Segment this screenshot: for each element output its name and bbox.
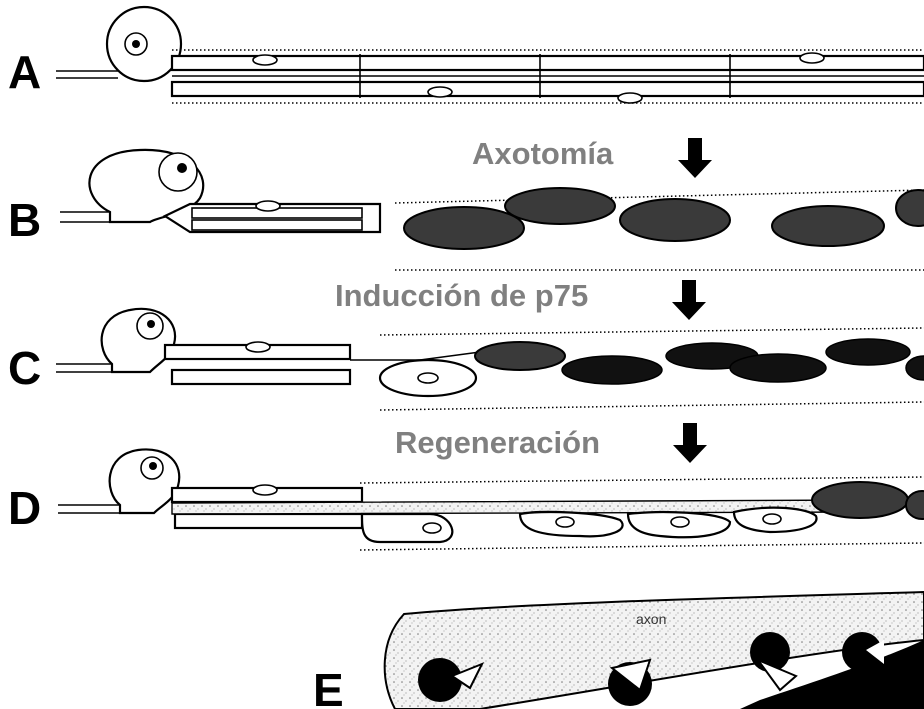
schwann-nucleus [246,342,270,352]
panel-letter-e: E [313,664,344,709]
neuron-cell-body [102,309,175,372]
axon-label: axon [636,611,666,627]
degenerating-schwann-cell [896,190,924,226]
step-label-p75-induction: Inducción de p75 [335,278,588,313]
panel-b: Axotomía B [8,136,924,270]
degenerating-schwann-cell [505,188,615,224]
panel-letter-a: A [8,46,41,98]
panel-a: A [8,7,924,103]
panel-letter-d: D [8,482,41,534]
degenerating-schwann-cell [772,206,884,246]
panel-letter-c: C [8,342,41,394]
panel-e: E axon [313,592,924,709]
down-arrow-icon [673,423,707,463]
schwann-nucleus [800,53,824,63]
panel-d: Regeneración D [8,423,924,550]
panel-letter-b: B [8,194,41,246]
schwann-nucleus [256,201,280,211]
schwann-nucleus [618,93,642,103]
schwann-nucleus [253,55,277,65]
step-label-regeneration: Regeneración [395,425,600,460]
schwann-myelin-lower [175,514,362,528]
degenerating-schwann-cell [812,482,908,518]
degenerating-schwann-cell [404,207,524,249]
p75-receptor-marker [608,660,652,706]
down-arrow-icon [672,280,706,320]
down-arrow-icon [678,138,712,178]
degenerating-schwann-cell [475,342,565,370]
dedifferentiated-schwann-cell [826,339,910,365]
neuron-nucleus [159,153,197,191]
degenerating-schwann-cell [620,199,730,241]
schwann-nucleus [253,485,277,495]
panel-c: Inducción de p75 C [8,278,924,410]
dedifferentiated-schwann-cell [730,354,826,382]
schwann-myelin-lower [172,82,924,96]
schwann-myelin-lower [172,370,350,384]
dedifferentiated-schwann-cell [562,356,662,384]
schwann-nucleus [428,87,452,97]
regenerating-axon [350,352,480,360]
step-label-axotomy: Axotomía [472,136,614,171]
